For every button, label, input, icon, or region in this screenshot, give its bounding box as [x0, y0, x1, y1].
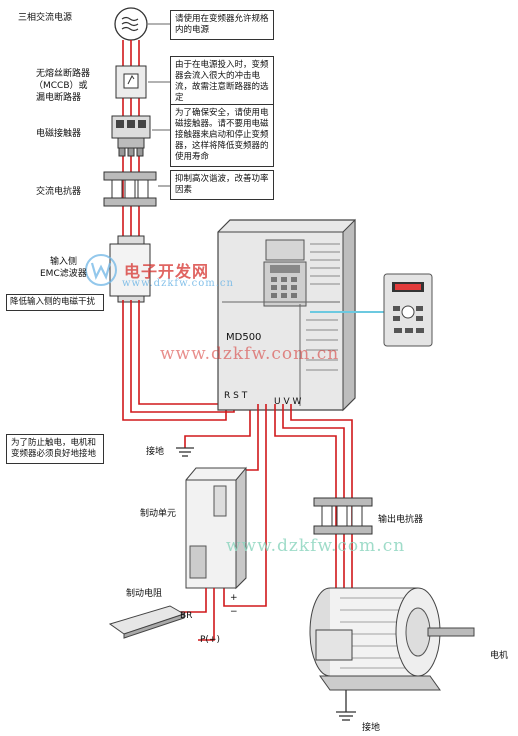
ground-wire-1: [176, 404, 251, 457]
brake-resistor-icon: [108, 605, 186, 639]
terminal-rst: R S T: [224, 391, 248, 401]
contactor-icon: [111, 115, 151, 157]
ground-2-icon: [336, 690, 356, 721]
terminal-minus: −: [230, 607, 238, 617]
label-power-source: 三相交流电源: [18, 13, 73, 23]
emc-note: 降低输入侧的电磁干扰: [6, 294, 104, 311]
note-contactor: 为了确保安全，请使用电磁接触器。请不要用电磁接触器来启动和停止变频器，这样将降低…: [170, 104, 274, 167]
terminal-br: BR: [180, 611, 193, 621]
label-output-reactor: 输出电抗器: [378, 515, 424, 525]
note-reactor: 抑制高次谐波，改善功率因素: [170, 170, 274, 200]
keypad-icon: [383, 273, 433, 347]
mccb-icon: [115, 65, 147, 99]
inverter-icon: [217, 218, 356, 412]
terminal-p-plus: P(+): [200, 635, 220, 645]
terminal-uvw: U V W: [274, 397, 302, 407]
label-brake-resistor: 制动电阻: [126, 589, 163, 599]
note-pointers: [148, 23, 170, 187]
inverter-model: MD500: [226, 332, 262, 343]
note-ground: 为了防止触电，电机和变频器必须良好地接地: [6, 434, 104, 464]
note-power: 请使用在变频器允许规格内的电源: [170, 10, 274, 40]
ac-reactor-icon: [103, 171, 157, 207]
label-contactor: 电磁接触器: [36, 129, 82, 139]
label-brake-unit: 制动单元: [140, 509, 177, 519]
label-ac-reactor: 交流电抗器: [36, 187, 82, 197]
label-ground-2: 接地: [362, 723, 381, 733]
watermark-logo-url: www.dzkfw.com.cn: [122, 278, 234, 289]
watermark-logo-icon: [85, 254, 117, 286]
label-ground-1: 接地: [146, 447, 165, 457]
label-mccb-1: 无熔丝断路器: [36, 69, 91, 79]
brake-unit-icon: [185, 466, 247, 590]
terminal-plus: +: [230, 593, 238, 603]
note-mccb: 由于在电源投入时，变频器会流入很大的冲击电流，故需注意断路器的选定: [170, 56, 274, 108]
watermark-2: www.dzkfw.com.cn: [226, 536, 406, 556]
label-mccb-3: 漏电断路器: [36, 93, 82, 103]
watermark-1: www.dzkfw.com.cn: [160, 344, 340, 364]
motor-icon: [309, 587, 475, 691]
label-emc-1: 输入侧: [50, 257, 78, 267]
output-reactor-icon: [313, 497, 373, 535]
watermark-logo-text: 电子开发网: [124, 262, 210, 281]
ac-source-icon: [114, 7, 148, 41]
brake-resistor-wires: [178, 588, 215, 641]
label-emc-2: EMC滤波器: [40, 269, 87, 279]
label-mccb-2: （MCCB）或: [34, 81, 88, 91]
label-motor: 电机: [490, 651, 509, 661]
